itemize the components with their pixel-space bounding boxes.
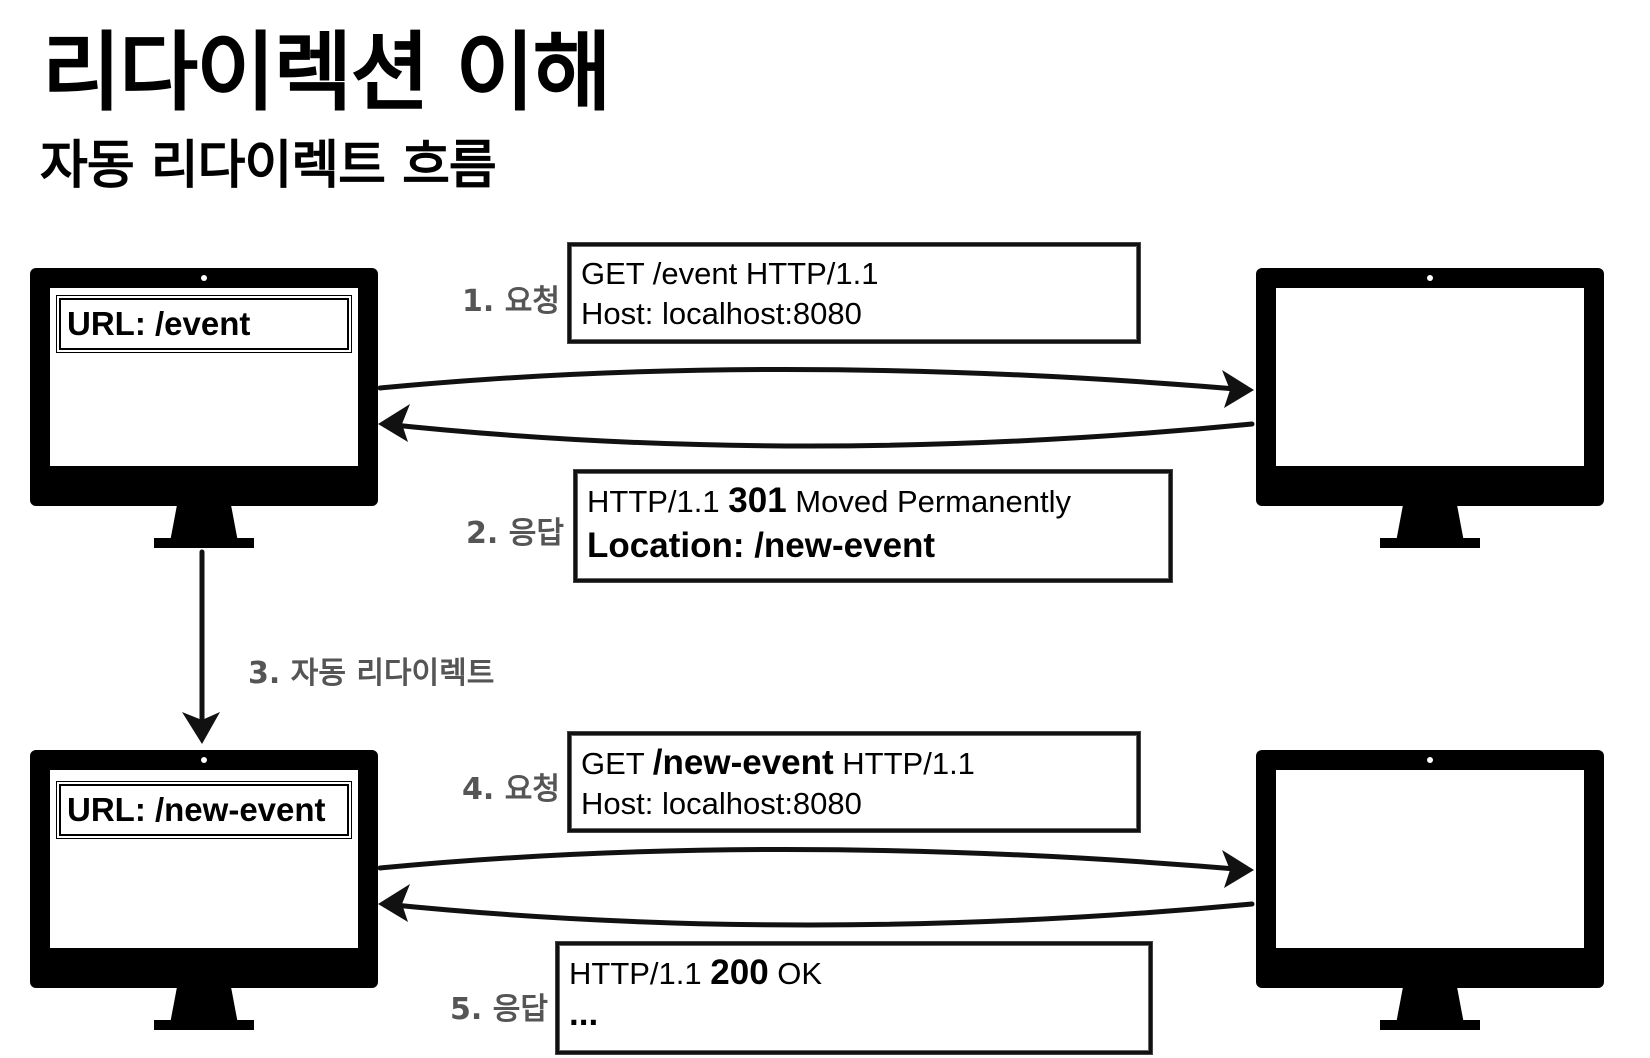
page-title: 리다이렉션 이해 (42, 23, 612, 123)
camera-dot (1427, 757, 1433, 763)
server-monitor-top (1256, 268, 1604, 550)
step-1-label: 1. 요청 (462, 284, 560, 319)
step-3-label: 3. 자동 리다이렉트 (248, 656, 495, 691)
arrowhead-response-top (378, 404, 410, 442)
page-subtitle: 자동 리다이렉트 흐름 (40, 136, 497, 196)
request-message-2: GET /new-event HTTP/1.1 Host: localhost:… (568, 732, 1140, 832)
response-message-2: HTTP/1.1 200 OK ... (556, 942, 1152, 1054)
arrowhead-response-bottom (378, 884, 410, 922)
camera-dot (201, 275, 207, 281)
arrowhead-redirect (182, 712, 220, 744)
step-2-label: 2. 응답 (466, 516, 564, 551)
camera-dot (201, 757, 207, 763)
ellipsis-line: ... (569, 994, 599, 1033)
arrowhead-request-bottom (1222, 850, 1254, 888)
step-4-label: 4. 요청 (462, 772, 560, 807)
response-arrow-top (381, 421, 1255, 449)
server-screen (1276, 288, 1584, 466)
url-bar: URL: /new-event (56, 781, 352, 839)
response-message-1: HTTP/1.1 301 Moved Permanently Location:… (574, 470, 1172, 582)
server-monitor-bottom (1256, 750, 1604, 1032)
request-arrow-bottom (377, 847, 1251, 873)
arrowhead-request-top (1222, 370, 1254, 408)
status-code: 301 (728, 481, 787, 520)
request-line: GET /new-event HTTP/1.1 (581, 743, 975, 782)
host-header: Host: localhost:8080 (581, 786, 862, 821)
url-bar: URL: /event (56, 295, 352, 353)
step-5-label: 5. 응답 (450, 992, 548, 1027)
location-header: Location: /new-event (587, 526, 936, 565)
client-screen: URL: /event (50, 288, 358, 466)
client-screen: URL: /new-event (50, 770, 358, 948)
client-monitor-bottom: URL: /new-event (30, 750, 378, 1032)
server-screen (1276, 770, 1584, 948)
request-line: GET /event HTTP/1.1 (581, 256, 879, 291)
client-monitor-top: URL: /event (30, 268, 378, 550)
status-line: HTTP/1.1 301 Moved Permanently (587, 481, 1071, 520)
camera-dot (1427, 275, 1433, 281)
response-arrow-bottom (381, 901, 1255, 928)
request-arrow-top (377, 367, 1251, 393)
request-path: /new-event (652, 743, 834, 782)
status-code: 200 (710, 953, 769, 992)
request-message-1: GET /event HTTP/1.1 Host: localhost:8080 (568, 243, 1140, 343)
status-line: HTTP/1.1 200 OK (569, 953, 823, 992)
host-header: Host: localhost:8080 (581, 296, 862, 331)
